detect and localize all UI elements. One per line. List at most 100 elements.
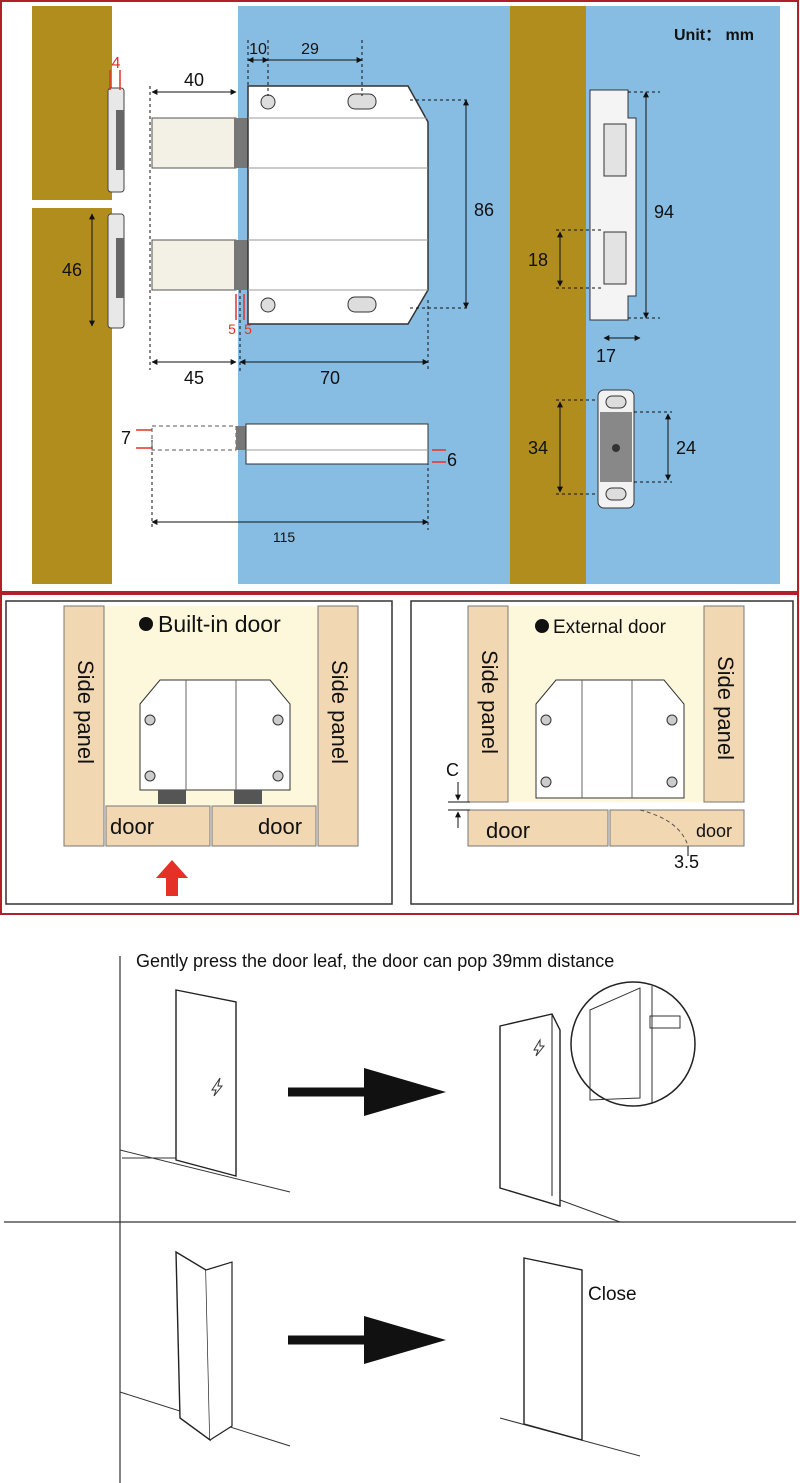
dim-94: 94: [654, 202, 674, 222]
dim-10: 10: [249, 41, 267, 58]
screw-hole: [272, 770, 284, 782]
dim-34: 34: [528, 438, 548, 458]
usage-caption: Gently press the door leaf, the door can…: [136, 951, 614, 971]
builtin-plunger: [158, 790, 186, 804]
dim-40: 40: [184, 70, 204, 90]
arrow-2-head: [364, 1316, 446, 1364]
catch-plate-hole: [612, 444, 620, 452]
external-side-right-label: Side panel: [713, 656, 738, 760]
wood-panel-right: [510, 6, 586, 584]
latch-side-body: [245, 423, 429, 465]
gap-label: C: [446, 760, 459, 780]
builtin-latch: [139, 679, 291, 791]
external-side-left-label: Side panel: [477, 650, 502, 754]
builtin-plunger: [234, 790, 262, 804]
latch-block-top-inner: [116, 110, 124, 170]
screw-slot: [347, 93, 377, 110]
swing-path: [639, 809, 689, 847]
external-side-panel-right: [703, 605, 745, 803]
external-diagram: External door Side panel Side panel door…: [410, 600, 794, 905]
push-arrow-icon: [156, 860, 188, 896]
white-gap: [112, 6, 238, 584]
wood-panel-left: [32, 6, 112, 584]
catch-plate-slot: [605, 395, 627, 409]
catch-tab-bottom: [603, 231, 627, 285]
dim-24: 24: [676, 438, 696, 458]
builtin-title: Built-in door: [158, 611, 281, 637]
builtin-door-right-label: door: [258, 814, 302, 839]
builtin-door-right: [211, 805, 317, 847]
external-door-right: [609, 809, 745, 847]
dim-46: 46: [62, 260, 82, 280]
pull-hand-icon: [533, 1038, 546, 1057]
dim-70: 70: [320, 368, 340, 388]
door-closed-2: [523, 1257, 583, 1441]
dim-4: 4: [112, 55, 121, 72]
wood-split: [32, 200, 112, 208]
floor-line: [119, 1149, 291, 1193]
dim-45: 45: [184, 368, 204, 388]
install-panel: Built-in door Side panel Side panel door…: [0, 593, 799, 915]
screw-hole: [144, 770, 156, 782]
latch-body: [247, 85, 429, 325]
screw-hole: [666, 714, 678, 726]
arrow-1-head: [364, 1068, 446, 1116]
builtin-door-left-label: door: [110, 814, 154, 839]
plunger-side-collar: [236, 426, 246, 450]
screw-hole: [144, 714, 156, 726]
builtin-side-left-label: Side panel: [73, 660, 98, 764]
detail-zoom-circle: [570, 981, 696, 1107]
builtin-side-panel-right: [317, 605, 359, 847]
detail-latch: [649, 1015, 681, 1029]
screw-hole: [260, 94, 276, 110]
plate-dimension-lines: [556, 399, 672, 495]
plunger-bottom: [151, 239, 237, 291]
dim-17: 17: [596, 346, 616, 366]
offset-label: 3.5: [674, 852, 699, 872]
unit-label: Unit： mm: [674, 27, 754, 44]
dim-7: 7: [121, 428, 131, 448]
screw-slot: [347, 296, 377, 313]
plunger-top-collar: [234, 118, 248, 168]
dim-5-right: 5: [244, 321, 252, 337]
builtin-side-right-label: Side panel: [327, 660, 352, 764]
dim-6: 6: [447, 450, 457, 470]
latch-block-bottom-inner: [116, 238, 124, 298]
plunger-top: [151, 117, 237, 169]
dim-115: 115: [273, 529, 296, 545]
door-popped: [499, 1013, 561, 1207]
bullet-dot: [535, 619, 549, 633]
bullet-dot: [139, 617, 153, 631]
screw-hole: [260, 297, 276, 313]
catch-tab-top: [603, 123, 627, 177]
dim-86: 86: [474, 200, 494, 220]
screw-hole: [666, 776, 678, 788]
external-latch: [535, 679, 685, 799]
door-closed-1: [175, 989, 237, 1177]
door-open-frame: [205, 1261, 233, 1441]
builtin-side-panel-left: [63, 605, 105, 847]
screw-hole: [540, 776, 552, 788]
usage-section: Gently press the door leaf, the door can…: [4, 951, 796, 1483]
external-door-right-label: door: [696, 821, 732, 841]
catch-dimension-lines: [556, 91, 660, 341]
plunger-side: [151, 425, 237, 451]
builtin-door-left: [105, 805, 211, 847]
detail-door: [589, 987, 641, 1101]
catch-plate-slot: [605, 487, 627, 501]
dim-18: 18: [528, 250, 548, 270]
close-label: Close: [588, 1284, 637, 1305]
push-hand-icon: [211, 1077, 224, 1097]
builtin-diagram: Built-in door Side panel Side panel door…: [5, 600, 393, 905]
red-marks: [109, 70, 446, 463]
spec-panel: Unit： mm 4 10 29 40 46 86 5 5 45 70 7 6 …: [0, 0, 799, 593]
external-title: External door: [553, 617, 667, 638]
external-door-left-label: door: [486, 818, 530, 843]
door-open-1: [175, 1250, 211, 1442]
dim-5-left: 5: [228, 321, 236, 337]
external-side-panel-left: [467, 605, 509, 803]
plunger-bottom-collar: [234, 240, 248, 290]
external-door-left: [467, 809, 609, 847]
screw-hole: [540, 714, 552, 726]
